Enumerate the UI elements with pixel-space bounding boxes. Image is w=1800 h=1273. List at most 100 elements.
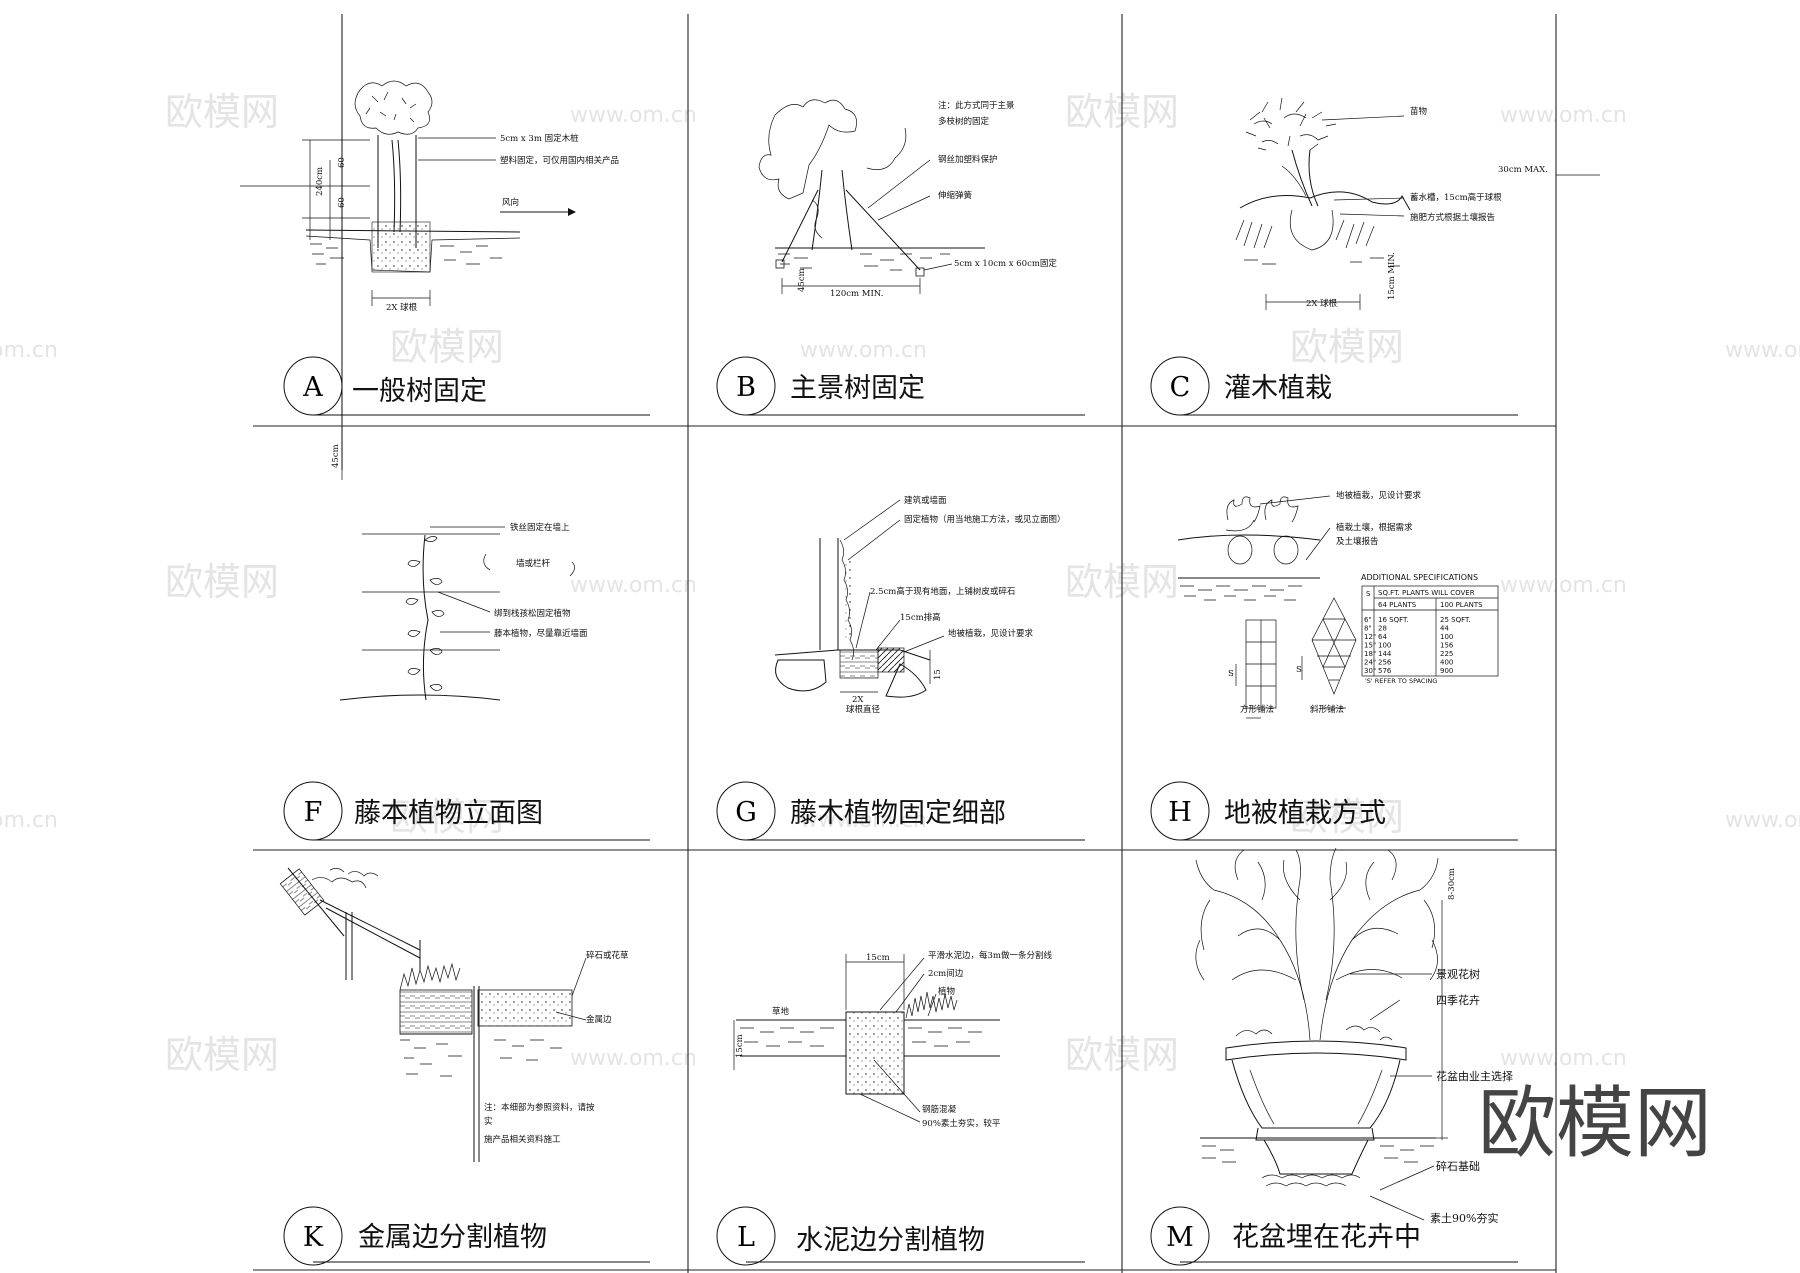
tree-trunk xyxy=(391,139,396,233)
note: 草地 xyxy=(772,1006,790,1017)
watermark-domain: om.cn xyxy=(0,808,58,833)
dim: S xyxy=(1296,665,1302,675)
spec-group-header: SQ.FT. PLANTS WILL COVER xyxy=(1378,589,1475,597)
watermark-logo: 欧模网 xyxy=(390,325,504,369)
panel-letter: A xyxy=(302,372,323,403)
note: 多枝树的固定 xyxy=(938,116,990,127)
watermark-domain: www.om.cn xyxy=(1500,573,1627,598)
note: 平滑水泥边，每3m做一条分割线 xyxy=(928,950,1052,961)
panel-letter-circle xyxy=(1150,1206,1210,1266)
note: 2cm间边 xyxy=(928,968,964,979)
note: 风向 xyxy=(502,197,519,208)
watermark-domain: www.om.cn xyxy=(1725,338,1800,363)
panel-title: 花盆埋在花卉中 xyxy=(1232,1222,1421,1253)
planter-rim xyxy=(1225,1040,1407,1061)
seasonal-flowers xyxy=(1235,1025,1393,1041)
spec-col-s: S xyxy=(1366,590,1371,598)
note: 素土90%夯实 xyxy=(1430,1211,1498,1225)
note: 铁丝固定在墙上 xyxy=(510,522,570,533)
note: 固定植物（用当地施工方法，或见立面图） xyxy=(904,514,1066,525)
tree-trunk xyxy=(811,169,853,251)
watermark-domain: www.om.cn xyxy=(570,103,697,128)
dim: 2X xyxy=(852,695,864,705)
dim: 45cm xyxy=(331,444,341,468)
panel-title: 藤本植物立面图 xyxy=(354,798,543,829)
dim: 2X 球根 xyxy=(1306,298,1338,309)
note: 2.5cm高于现有地面，上铺树皮或碎石 xyxy=(870,586,1015,597)
spec-s-values: 6"8"12"15"18"24"30" xyxy=(1364,616,1376,675)
panel-title: 金属边分割植物 xyxy=(358,1222,547,1253)
note: 及土壤报告 xyxy=(1336,536,1379,547)
watermark-logo: 欧模网 xyxy=(165,90,279,134)
panel-letter-circle xyxy=(283,1206,343,1266)
dim: 15cm xyxy=(735,1034,745,1058)
ground-line xyxy=(1177,534,1321,541)
dim: 60 xyxy=(337,197,347,208)
note: 注：本细部为参照资料，请按 xyxy=(484,1102,595,1113)
note: 实 xyxy=(484,1116,493,1127)
panel-title: 地被植栽方式 xyxy=(1224,798,1386,829)
root-ball xyxy=(1289,209,1334,251)
vine-stem xyxy=(422,534,429,701)
grass xyxy=(399,962,461,991)
panel-letter: B xyxy=(736,372,756,403)
gravel-base xyxy=(1261,1174,1361,1187)
note: 'S' REFER TO SPACING xyxy=(1365,677,1437,685)
sheet-grid xyxy=(253,14,1600,1273)
panel-m-drawing: 景观花树 四季花卉 花盆由业主选择 碎石基础 素土90%夯实 8-30cm xyxy=(1195,847,1513,1225)
ground-line xyxy=(1239,191,1411,211)
note: 斜形铺法 xyxy=(1310,704,1344,715)
groundcover-plants xyxy=(1225,496,1299,532)
note: 绑到栈孩松固定植物 xyxy=(494,608,571,619)
watermark-domain: www.om.cn xyxy=(1725,808,1800,833)
note: 建筑或墙面 xyxy=(904,495,947,506)
panel-g-drawing: 建筑或墙面 固定植物（用当地施工方法，或见立面图） 2.5cm高于现有地面，上铺… xyxy=(774,495,1066,715)
note: 地被植栽，见设计要求 xyxy=(1336,490,1422,501)
panel-letter: K xyxy=(303,1222,324,1253)
concrete-edge xyxy=(845,1011,905,1095)
watermark-logo: 欧模网 xyxy=(165,560,279,604)
tree-canopy-outline xyxy=(758,99,857,200)
note: 施产品相关资料施工 xyxy=(484,1134,561,1145)
spec-table: ADDITIONAL SPECIFICATIONS S SQ.FT. PLANT… xyxy=(1361,573,1499,677)
root-ball xyxy=(1273,535,1299,565)
note: 苗物 xyxy=(1410,106,1428,117)
panel-k-drawing: 碎石或花草 金属边 注：本细部为参照资料，请按 实 施产品相关资料施工 xyxy=(279,867,629,1162)
note: 四季花卉 xyxy=(1436,994,1480,1007)
panel-letter: M xyxy=(1166,1222,1194,1253)
dim: 240cm xyxy=(315,167,325,196)
vine-leaves xyxy=(405,536,445,691)
tree-branches xyxy=(1195,847,1439,1041)
note: 藤本植物，尽量靠近墙面 xyxy=(494,628,588,639)
watermark-layer: 欧模网 www.om.cn 欧模网 www.om.cn om.cn 欧模网 ww… xyxy=(0,90,1800,1077)
dim: 30cm MAX. xyxy=(1498,165,1548,175)
watermark-domain: www.om.cn xyxy=(1500,1046,1627,1071)
watermark-domain: www.om.cn xyxy=(800,338,927,363)
panel-letter: L xyxy=(737,1222,755,1253)
panel-l-drawing: 平滑水泥边，每3m做一条分割线 2cm间边 植物 草地 钢筋混凝 90%素土夯实… xyxy=(733,950,1052,1129)
tree-canopy xyxy=(354,80,433,135)
note: 塑料固定，可仅用国内相关产品 xyxy=(500,155,619,166)
panel-letter: H xyxy=(1168,797,1192,828)
guy-wire-right xyxy=(845,189,921,271)
root-ball xyxy=(1227,535,1253,565)
gravel xyxy=(477,989,573,1027)
dim: 15cm MIN. xyxy=(1387,252,1397,300)
note: 施肥方式根据土壤报告 xyxy=(1410,212,1495,223)
panel-title: 灌木植栽 xyxy=(1224,373,1332,404)
note: 碎石基础 xyxy=(1436,1159,1480,1173)
watermark-logo: 欧模网 xyxy=(1290,795,1404,839)
note: 15cm排高 xyxy=(900,612,941,623)
note: 2X 球根 xyxy=(386,302,418,313)
panel-letter: G xyxy=(735,797,757,828)
note: 金属边 xyxy=(586,1014,612,1025)
panel-title: 水泥边分割植物 xyxy=(796,1225,985,1256)
note: 花盆由业主选择 xyxy=(1436,1069,1513,1083)
dim: 球根直径 xyxy=(846,704,881,715)
watermark-domain: www.om.cn xyxy=(570,1046,697,1071)
note: 方形铺法 xyxy=(1240,704,1274,715)
watermark-logo-large: 欧模网 xyxy=(1478,1079,1712,1169)
watermark-logo: 欧模网 xyxy=(1290,325,1404,369)
panel-letter: F xyxy=(304,797,323,828)
